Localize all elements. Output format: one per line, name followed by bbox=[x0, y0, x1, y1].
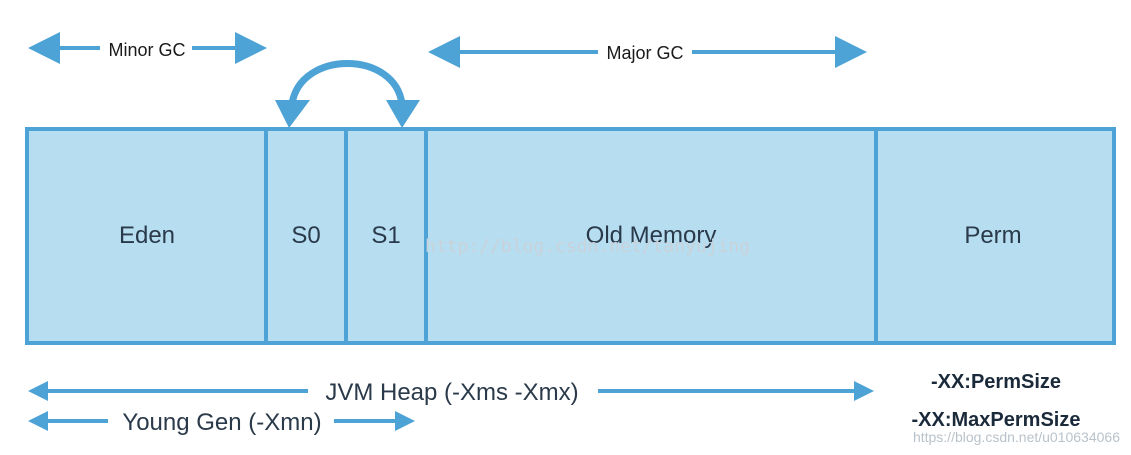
survivor-swap-arrow bbox=[275, 60, 420, 128]
memory-bar: Eden S0 S1 Old Memory Perm bbox=[25, 127, 1116, 345]
perm-label: Perm bbox=[964, 222, 1021, 249]
perm-size-option: -XX:PermSize bbox=[931, 371, 1061, 393]
major-gc-arrow: Major GC bbox=[428, 36, 867, 68]
minor-gc-arrow: Minor GC bbox=[28, 32, 267, 64]
major-gc-label: Major GC bbox=[606, 43, 683, 63]
max-perm-size-option: -XX:MaxPermSize bbox=[912, 409, 1081, 431]
s1-label: S1 bbox=[371, 222, 400, 249]
jvm-heap-arrow: JVM Heap (-Xms -Xmx) bbox=[28, 374, 874, 408]
young-gen-label: Young Gen (-Xmn) bbox=[122, 409, 321, 436]
s0-label: S0 bbox=[291, 222, 320, 249]
eden-label: Eden bbox=[119, 222, 175, 249]
old-memory-label: Old Memory bbox=[586, 222, 717, 249]
minor-gc-label: Minor GC bbox=[108, 40, 185, 60]
young-gen-arrow: Young Gen (-Xmn) bbox=[28, 405, 415, 439]
watermark-corner: https://blog.csdn.net/u010634066 bbox=[913, 429, 1120, 445]
memory-bar-outline bbox=[25, 127, 1116, 345]
jvm-heap-label: JVM Heap (-Xms -Xmx) bbox=[325, 379, 578, 406]
watermark-center: http://blog.csdn.net/tanyujing bbox=[425, 236, 750, 257]
